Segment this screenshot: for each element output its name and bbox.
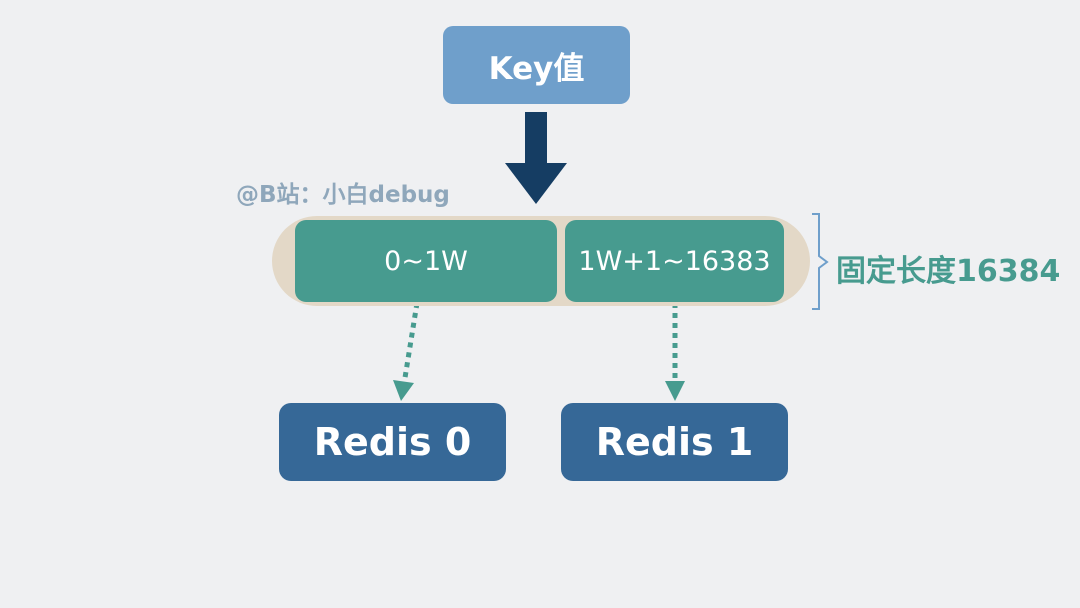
key-node-label: Key值 — [488, 50, 585, 87]
key-node: Key值 — [443, 26, 630, 104]
dotted-arrow-slot0-to-redis0 — [393, 302, 420, 401]
redis-node-1: Redis 1 — [561, 403, 788, 481]
watermark: @B站：小白debug — [236, 182, 450, 208]
length-annotation: 固定长度16384 — [836, 254, 1061, 289]
dotted-arrow-slot1-to-redis1 — [665, 303, 685, 401]
down-arrow-icon — [505, 112, 567, 204]
slot-range-1-label: 1W+1~16383 — [578, 245, 771, 277]
length-bracket — [812, 213, 829, 310]
redis-node-0: Redis 0 — [279, 403, 506, 481]
slot-range-1: 1W+1~16383 — [565, 220, 784, 302]
redis-node-1-label: Redis 1 — [595, 420, 754, 464]
redis-node-0-label: Redis 0 — [313, 420, 472, 464]
slot-range-0-label: 0~1W — [384, 245, 468, 277]
slot-range-0: 0~1W — [295, 220, 557, 302]
